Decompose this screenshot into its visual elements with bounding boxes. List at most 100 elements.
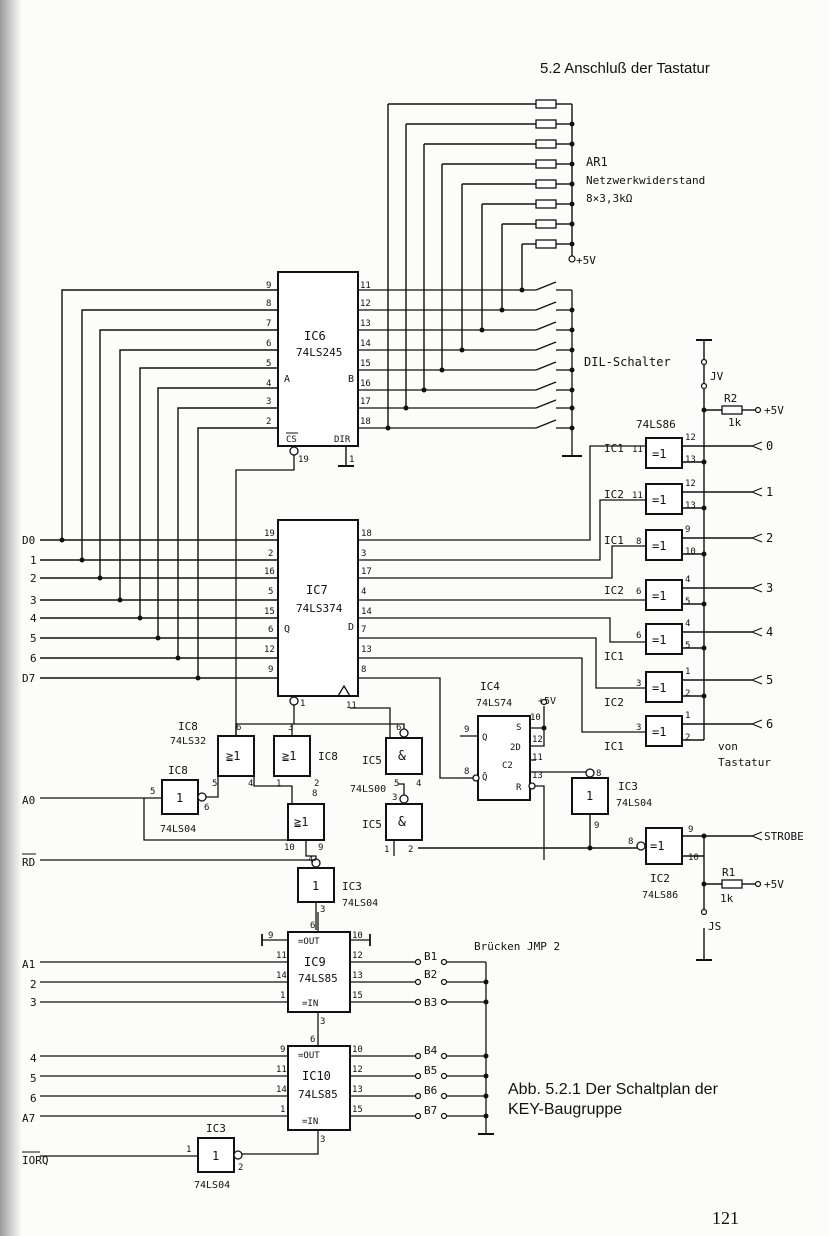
ic7-pin: 13 [361, 645, 372, 655]
svg-text:13: 13 [352, 1085, 363, 1095]
key-output-label: 3 [766, 581, 773, 595]
ar1-value: 8×3,3kΩ [586, 192, 633, 205]
or-symbol: ≧1 [226, 749, 240, 763]
signal-label: 4 [30, 612, 37, 625]
ic6-pin: 3 [266, 397, 271, 407]
ic6-pin: 13 [360, 319, 371, 329]
svg-text:11: 11 [276, 1065, 287, 1075]
svg-text:5: 5 [150, 787, 155, 797]
ic7-pin: 9 [268, 665, 273, 675]
xor-symbol: =1 [652, 539, 666, 553]
xor-pin: 5 [685, 597, 690, 607]
r2-pullup: JV R2 1k +5V [700, 358, 784, 429]
ic4-pin-label: 2D [510, 743, 521, 753]
ic8-label: IC8 [178, 720, 198, 733]
signal-label: 5 [30, 1072, 37, 1085]
data-bus-wiring [40, 289, 278, 679]
comparator-wiring [40, 912, 494, 1157]
jumper-label: B4 [424, 1044, 438, 1057]
svg-text:9: 9 [318, 843, 323, 853]
ic4-pin-label: S [516, 723, 521, 733]
xor-ic-label: IC1 [604, 534, 624, 547]
ic7-pin: 16 [264, 567, 275, 577]
inverter-ic3c: 1 IC3 74LS04 1 2 [186, 1122, 243, 1191]
xor-ic-label: IC2 [604, 488, 624, 501]
or-symbol: ≧1 [294, 815, 308, 829]
ic3b-label: IC3 [342, 880, 362, 893]
xor-pin: 3 [636, 723, 641, 733]
ic6-pin: 6 [266, 339, 271, 349]
ic4-pin-label: Q̄ [482, 771, 487, 783]
ic6-pin: 12 [360, 299, 371, 309]
svg-text:3: 3 [392, 793, 397, 803]
nand-symbol: & [398, 815, 406, 830]
xor-symbol: =1 [650, 839, 664, 853]
xor-pin: 10 [685, 547, 696, 557]
js-label: JS [708, 920, 721, 933]
ic5b-label: IC5 [362, 818, 382, 831]
svg-text:11: 11 [346, 701, 357, 711]
svg-text:1: 1 [186, 1145, 191, 1155]
chip-ic9: =OUT IC9 74LS85 =IN [287, 931, 351, 1013]
inv-symbol: 1 [212, 1149, 219, 1163]
signal-label: 2 [30, 978, 37, 991]
key-output-label: 2 [766, 531, 773, 545]
svg-text:6: 6 [310, 921, 315, 931]
nand-gate-ic5b: & IC5 [362, 794, 423, 841]
ic7-pin: 7 [361, 625, 366, 635]
svg-text:10: 10 [352, 931, 363, 941]
xor-ic-label: IC1 [604, 740, 624, 753]
ic6-side-a: A [284, 374, 290, 385]
signal-label: 4 [30, 1052, 37, 1065]
svg-text:12: 12 [352, 1065, 363, 1075]
nand-gate-ic5a: & IC5 74LS00 [350, 728, 423, 795]
xor-pin: 4 [685, 619, 690, 629]
svg-text:8: 8 [464, 767, 469, 777]
ic3a-label: IC3 [618, 780, 638, 793]
ar1-desc: Netzwerkwiderstand [586, 174, 705, 187]
ic10-type: 74LS85 [298, 1088, 338, 1101]
inverter-ic8: 1 IC8 74LS04 [160, 764, 207, 835]
ic6-pin: 16 [360, 379, 371, 389]
or-symbol: ≧1 [282, 749, 296, 763]
data-bus-junctions [59, 537, 201, 681]
xor-symbol: =1 [652, 447, 666, 461]
ic3a-type: 74LS04 [616, 798, 652, 809]
signal-label: 1 [30, 554, 37, 567]
svg-text:3: 3 [320, 1135, 325, 1145]
ic7-pin: 6 [268, 625, 273, 635]
svg-text:6: 6 [236, 723, 241, 733]
jumper-label: B3 [424, 996, 437, 1009]
xor-pin: 11 [632, 445, 643, 455]
svg-text:5: 5 [212, 779, 217, 789]
strobe-label: STROBE [764, 830, 804, 843]
ic7-side-d: D [348, 622, 354, 633]
ic7-pin: 19 [264, 529, 275, 539]
key-output-label: 5 [766, 673, 773, 687]
page-number: 121 [712, 1208, 739, 1228]
signal-label: D0 [22, 534, 35, 547]
ic6-name: IC6 [304, 329, 326, 343]
signal-label: 3 [30, 594, 37, 607]
xor-pin: 8 [636, 537, 641, 547]
or-gate-ic8b: ≧1 IC8 [273, 735, 338, 777]
svg-text:8: 8 [628, 837, 633, 847]
ic3c-type: 74LS04 [194, 1180, 230, 1191]
ic9-type: 74LS85 [298, 972, 338, 985]
ic8-type: 74LS32 [170, 736, 206, 747]
ic6-pin: 14 [360, 339, 371, 349]
xor-pin: 1 [685, 711, 690, 721]
ar1-label: AR1 [586, 155, 608, 169]
ic6-pin: 5 [266, 359, 271, 369]
svg-text:11: 11 [532, 753, 543, 763]
ic6-dir: DIR [334, 435, 351, 445]
svg-text:14: 14 [276, 1085, 287, 1095]
svg-text:12: 12 [352, 951, 363, 961]
bridges-label: Brücken JMP 2 [474, 940, 560, 953]
chip-ic10: =OUT IC10 74LS85 =IN [287, 1045, 351, 1131]
ic4-pin-label: Q [482, 733, 487, 743]
ic7-side-q: Q [284, 624, 290, 635]
svg-text:2: 2 [314, 779, 319, 789]
